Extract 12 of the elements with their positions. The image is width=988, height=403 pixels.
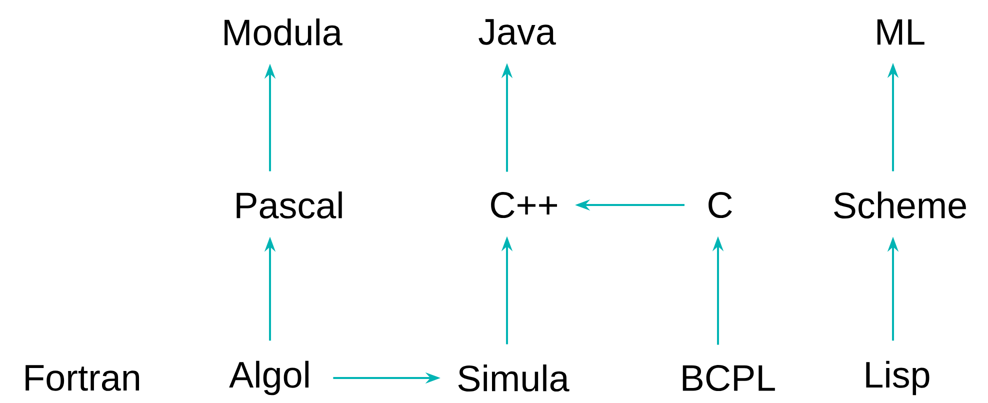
language-label: Java [478,19,556,45]
language-label: C++ [491,192,558,218]
language-label: Modula [224,18,342,46]
language-label: Pascal [236,191,342,219]
language-label: Simula [458,364,570,392]
language-label: BCPL [682,364,775,392]
language-label: Scheme [834,191,966,219]
language-label: C [708,192,732,218]
language-label: Lisp [866,360,930,396]
language-label: Fortran [26,365,140,391]
language-label: ML [877,19,924,45]
language-label: Algol [229,360,308,396]
